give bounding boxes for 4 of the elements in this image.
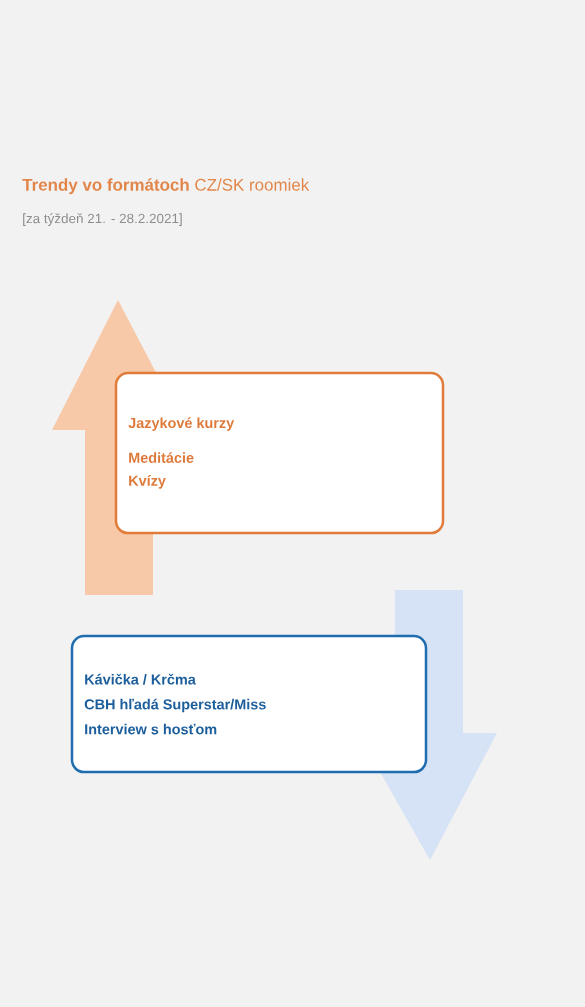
list-box: Kávička / Krčma CBH hľadá Superstar/Miss Interview s hosťom [70,634,428,774]
subtitle: [za týždeň 21. - 28.2.2021] [23,213,182,226]
list-box: Jazykové kurzy Meditácie Kvízy [114,371,445,535]
title: Trendy vo formátoch CZ/SK roomiek [22,178,310,195]
